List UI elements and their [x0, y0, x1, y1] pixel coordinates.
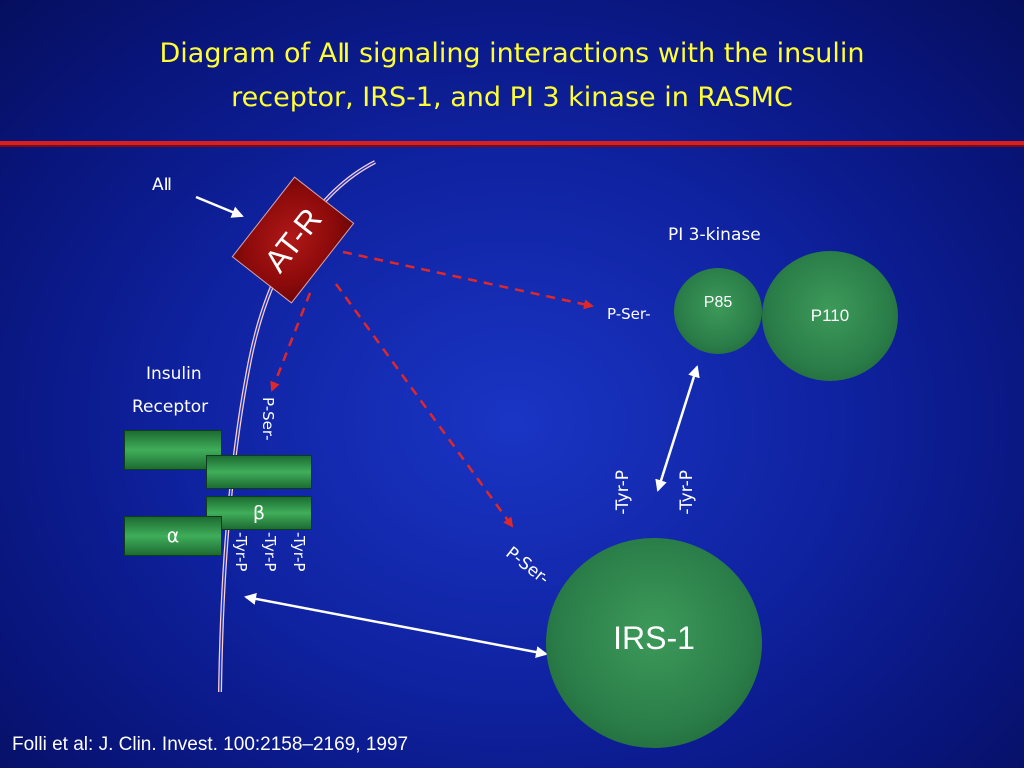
- p110-label: P110: [810, 306, 850, 325]
- title-line-1: Diagram of AⅡ signaling interactions wit…: [159, 38, 865, 69]
- insulin-receptor-beta-upper: [206, 455, 312, 489]
- alpha-label: α: [166, 525, 180, 547]
- dashed-arrow-to-irs1: [334, 283, 514, 528]
- receptor-tyr-p-label-2: -Tyr-P: [261, 532, 279, 572]
- arrow-receptor-irs1: [244, 592, 548, 659]
- insulin-receptor-label-line1: Insulin: [146, 364, 202, 384]
- beta-label: β: [252, 502, 266, 524]
- irs1-tyr-p-label-2: -Tyr-P: [677, 470, 697, 515]
- pi3k-p-ser-label: P-Ser-: [607, 305, 651, 323]
- title-line-2: receptor, IRS-1, and PI 3 kinase in RASM…: [231, 82, 793, 113]
- insulin-receptor-label-line2: Receptor: [132, 397, 209, 417]
- p85-subunit: P85: [674, 268, 762, 354]
- irs1-tyr-p-label-1: -Tyr-P: [613, 470, 633, 515]
- citation: Folli et al: J. Clin. Invest. 100:2158–2…: [12, 734, 409, 755]
- insulin-receptor-beta-lower: β: [206, 496, 312, 530]
- title-divider: [0, 141, 1024, 145]
- insulin-receptor-alpha-upper: [124, 430, 222, 470]
- insulin-receptor-alpha-lower: α: [124, 516, 222, 556]
- receptor-tyr-p-label-1: -Tyr-P: [232, 532, 250, 572]
- arrow-irs1-pi3k: [655, 365, 700, 492]
- pi3k-label: PI 3-kinase: [668, 225, 761, 245]
- irs1-protein: IRS-1: [546, 538, 762, 748]
- p85-label: P85: [703, 294, 733, 311]
- receptor-p-ser-label: P-Ser-: [259, 397, 277, 441]
- title-divider-shadow: [0, 145, 1024, 147]
- p110-subunit: P110: [762, 251, 898, 381]
- ligand-label: AⅡ: [152, 175, 172, 195]
- ligand-arrow: [195, 195, 244, 218]
- slide-title: Diagram of AⅡ signaling interactions wit…: [0, 32, 1024, 120]
- dashed-arrow-to-pi3k: [342, 250, 594, 310]
- receptor-tyr-p-label-3: -Tyr-P: [290, 532, 308, 572]
- dashed-arrow-to-insulin-receptor: [270, 292, 312, 392]
- irs1-label: IRS-1: [613, 619, 695, 656]
